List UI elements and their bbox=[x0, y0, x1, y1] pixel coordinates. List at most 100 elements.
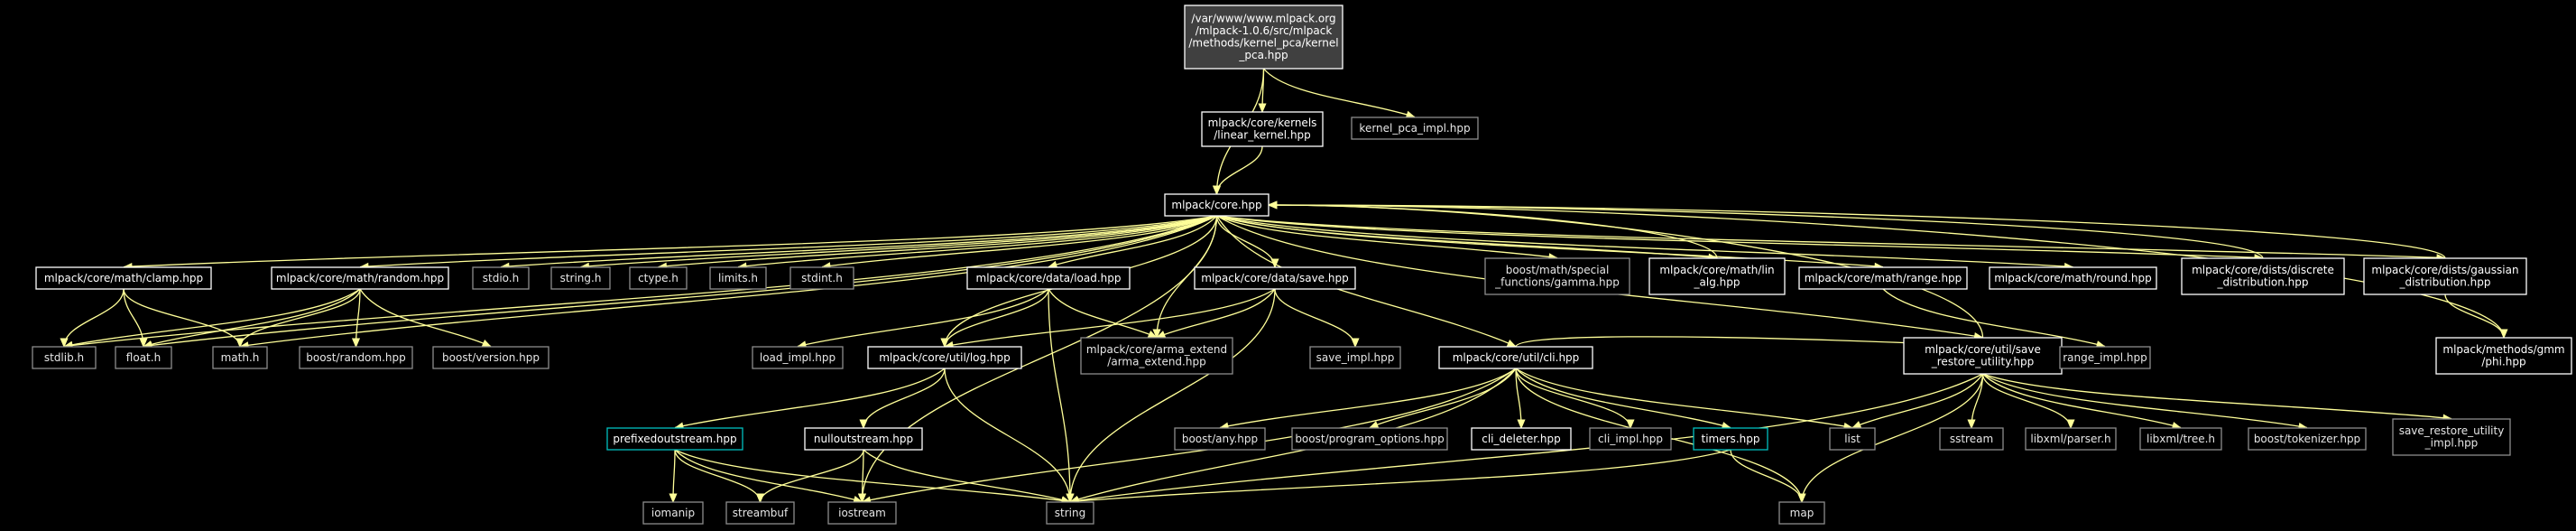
node-round-box bbox=[1989, 266, 2157, 290]
node-save-label-line: mlpack/core/data/save.hpp bbox=[1201, 272, 1348, 284]
node-random[interactable]: mlpack/core/math/random.hpp bbox=[271, 266, 449, 290]
node-math-box bbox=[212, 346, 268, 369]
node-map-box bbox=[1778, 501, 1825, 525]
edge-core-to-ctype bbox=[658, 215, 1217, 268]
node-lin-alg[interactable]: mlpack/core/math/lin_alg.hpp bbox=[1648, 257, 1786, 295]
node-boost-version-box bbox=[432, 346, 549, 369]
node-range-box bbox=[1798, 266, 1968, 290]
node-log[interactable]: mlpack/core/util/log.hpp bbox=[867, 346, 1022, 369]
node-libxml-parser-box bbox=[2025, 427, 2117, 451]
node-boost-version-label-line: boost/version.hpp bbox=[442, 351, 540, 364]
node-save-restore[interactable]: mlpack/core/util/save_restore_utility.hp… bbox=[1903, 337, 2063, 375]
node-libxml-tree: libxml/tree.h bbox=[2139, 427, 2222, 451]
node-nullout-label-line: nulloutstream.hpp bbox=[814, 433, 913, 445]
node-prefixed-box bbox=[606, 427, 743, 451]
node-discrete[interactable]: mlpack/core/dists/discrete_distribution.… bbox=[2181, 257, 2345, 295]
node-gaussian-label-line: _distribution.hpp bbox=[2398, 276, 2490, 289]
edge-save-restore-to-list bbox=[1851, 373, 1984, 429]
node-nullout-box bbox=[804, 427, 923, 451]
node-save-box bbox=[1194, 266, 1356, 290]
edge-clamp-to-float-arrowhead bbox=[139, 338, 148, 349]
edge-random-to-boost-version bbox=[359, 288, 492, 348]
node-kernel-pca-impl-label-line: kernel_pca_impl.hpp bbox=[1359, 122, 1470, 135]
node-iostream: iostream bbox=[827, 501, 897, 525]
node-kernel-pca-impl-box bbox=[1351, 116, 1479, 140]
node-gaussian[interactable]: mlpack/core/dists/gaussian_distribution.… bbox=[2363, 257, 2527, 295]
node-stdlib-box bbox=[32, 346, 97, 369]
node-float: float.h bbox=[115, 346, 172, 369]
node-core[interactable]: mlpack/core.hpp bbox=[1164, 193, 1270, 217]
node-map-label-line: map bbox=[1790, 507, 1814, 519]
edge-core-to-arma-extend-arrowhead bbox=[1152, 329, 1161, 340]
node-sstream-label-line: sstream bbox=[1950, 433, 1993, 445]
node-phi[interactable]: mlpack/methods/gmm/phi.hpp bbox=[2435, 337, 2572, 375]
node-string: string bbox=[1046, 501, 1094, 525]
edge-core-to-clamp bbox=[123, 215, 1217, 268]
node-libxml-tree-label-line: libxml/tree.h bbox=[2147, 433, 2215, 445]
node-limits-label-line: limits.h bbox=[718, 272, 758, 284]
edge-core-to-round bbox=[1216, 215, 2073, 268]
node-gamma: boost/math/special_functions/gamma.hpp bbox=[1484, 257, 1630, 295]
node-load[interactable]: mlpack/core/data/load.hpp bbox=[966, 266, 1131, 290]
edge-linear-kernel-to-core-arrowhead bbox=[1212, 185, 1222, 196]
edge-nullout-to-streambuf bbox=[759, 449, 864, 503]
node-round[interactable]: mlpack/core/math/round.hpp bbox=[1989, 266, 2157, 290]
node-cli-impl-box bbox=[1589, 427, 1672, 451]
node-sru-impl-label-line: save_restore_utility bbox=[2399, 424, 2505, 437]
node-load-box bbox=[966, 266, 1131, 290]
node-math: math.h bbox=[212, 346, 268, 369]
edge-save-restore-to-sstream-arrowhead bbox=[1967, 419, 1976, 430]
edge-log-to-nullout-arrowhead bbox=[859, 419, 868, 430]
node-nullout[interactable]: nulloutstream.hpp bbox=[804, 427, 923, 451]
node-cli[interactable]: mlpack/core/util/cli.hpp bbox=[1438, 346, 1593, 369]
node-gamma-box bbox=[1484, 257, 1630, 295]
node-range-impl-box bbox=[2059, 346, 2151, 369]
node-libxml-tree-box bbox=[2139, 427, 2222, 451]
node-cli-deleter[interactable]: cli_deleter.hpp bbox=[1471, 427, 1572, 451]
edge-random-to-stdlib bbox=[63, 288, 361, 348]
node-save-restore-box bbox=[1903, 337, 2063, 375]
edge-load-to-load-impl bbox=[797, 288, 1049, 348]
node-clamp[interactable]: mlpack/core/math/clamp.hpp bbox=[35, 266, 212, 290]
node-sru-impl-label-line: _impl.hpp bbox=[2424, 437, 2479, 450]
edge-random-to-boost-random-arrowhead bbox=[351, 338, 361, 349]
node-string-label-line: string bbox=[1055, 507, 1085, 519]
edge-random-to-math-arrowhead bbox=[235, 338, 245, 349]
node-list: list bbox=[1829, 427, 1876, 451]
edge-core-to-load bbox=[1048, 215, 1217, 268]
node-cli-deleter-label-line: cli_deleter.hpp bbox=[1482, 433, 1561, 445]
node-ctype-box bbox=[629, 266, 688, 290]
node-streambuf-label-line: streambuf bbox=[733, 507, 789, 519]
node-linear-kernel[interactable]: mlpack/core/kernels/linear_kernel.hpp bbox=[1201, 111, 1324, 147]
edge-clamp-to-math bbox=[123, 288, 241, 348]
edge-cli-to-boost-any bbox=[1219, 368, 1517, 429]
node-streambuf: streambuf bbox=[725, 501, 795, 525]
node-stdint-box bbox=[789, 266, 854, 290]
node-save[interactable]: mlpack/core/data/save.hpp bbox=[1194, 266, 1356, 290]
edge-nullout-to-iostream-arrowhead bbox=[857, 493, 867, 504]
node-cli-impl-label-line: cli_impl.hpp bbox=[1598, 433, 1663, 445]
node-kernel-pca-impl: kernel_pca_impl.hpp bbox=[1351, 116, 1479, 140]
edge-log-to-string bbox=[944, 368, 1071, 503]
node-cli-box bbox=[1438, 346, 1593, 369]
node-log-box bbox=[867, 346, 1022, 369]
node-range[interactable]: mlpack/core/math/range.hpp bbox=[1798, 266, 1968, 290]
node-prefixed[interactable]: prefixedoutstream.hpp bbox=[606, 427, 743, 451]
node-math-label-line: math.h bbox=[221, 351, 260, 364]
node-load-impl-box bbox=[752, 346, 844, 369]
node-lin-alg-label-line: mlpack/core/math/lin bbox=[1659, 264, 1774, 276]
node-phi-label-line: /phi.hpp bbox=[2481, 356, 2525, 368]
node-discrete-label-line: _distribution.hpp bbox=[2216, 276, 2308, 289]
node-save-impl-box bbox=[1309, 346, 1401, 369]
node-root[interactable]: /var/www/www.mlpack.org/mlpack-1.0.6/src… bbox=[1184, 5, 1343, 70]
edge-save-restore-to-sru-impl bbox=[1982, 373, 2452, 420]
node-tokenizer-label-line: boost/tokenizer.hpp bbox=[2254, 433, 2360, 445]
node-round-label-line: mlpack/core/math/round.hpp bbox=[1994, 272, 2152, 284]
node-root-label-line: /methods/kernel_pca/kernel bbox=[1188, 37, 1338, 50]
node-phi-box bbox=[2435, 337, 2572, 375]
edge-save-restore-to-map-arrowhead bbox=[1797, 493, 1806, 504]
edge-core-to-random bbox=[359, 215, 1217, 268]
node-boost-random-box bbox=[299, 346, 413, 369]
node-timers[interactable]: timers.hpp bbox=[1693, 427, 1768, 451]
node-cli-deleter-box bbox=[1471, 427, 1572, 451]
